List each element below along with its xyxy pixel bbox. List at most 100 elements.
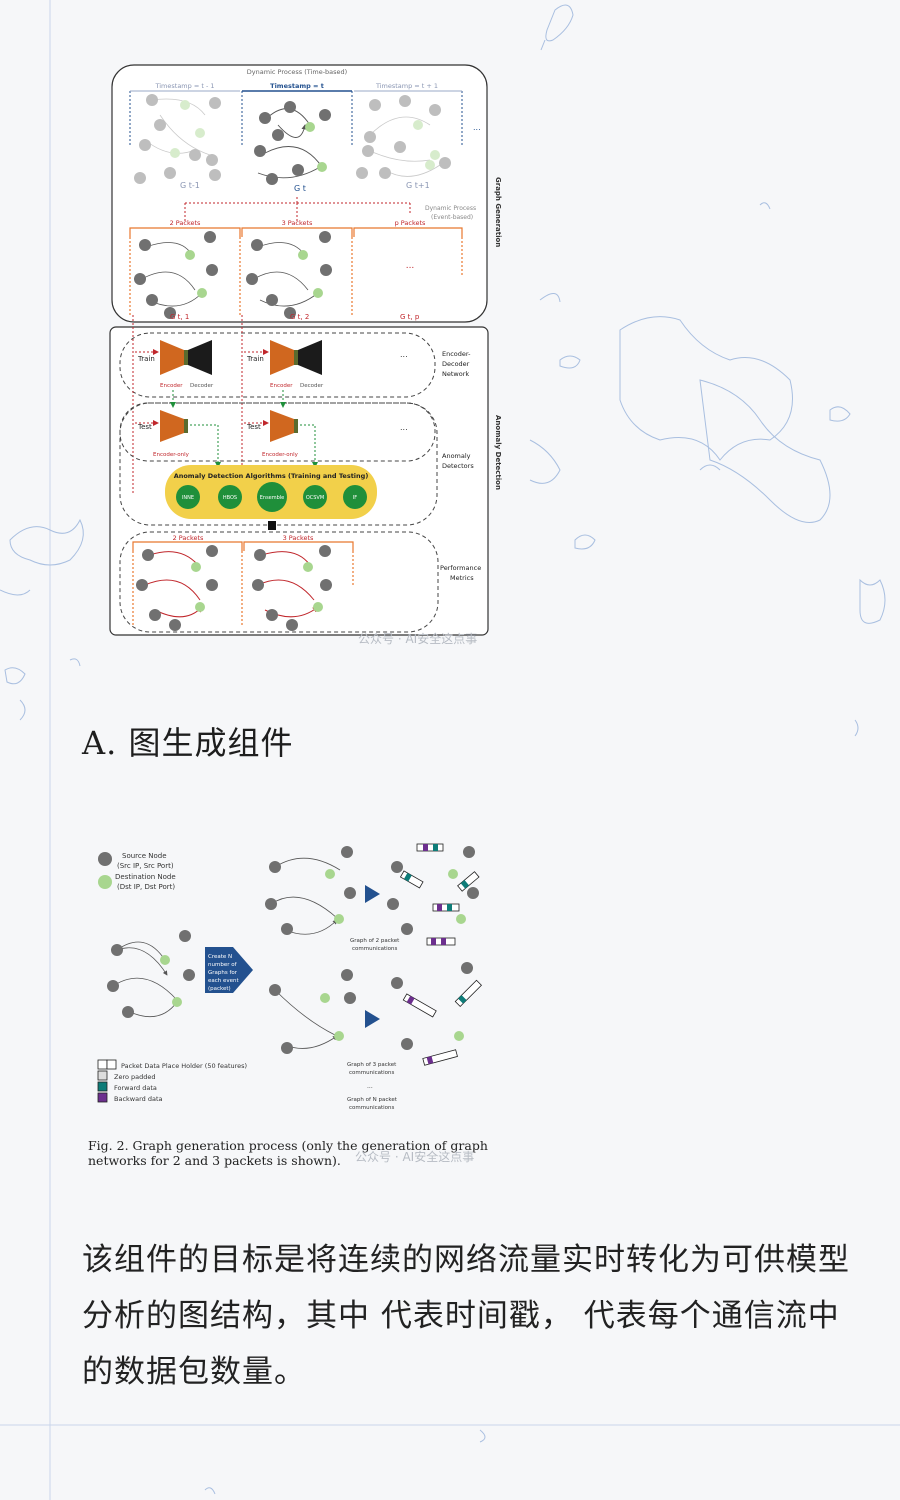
graph-t (254, 101, 331, 185)
algo-inne: INNE (182, 495, 194, 501)
graph-label-prev: G t-1 (180, 181, 200, 190)
decoder-label-2: Decoder (300, 383, 324, 389)
graph-t-plus-1 (356, 95, 451, 179)
graph-2-packet (265, 846, 356, 935)
feature-legend: Packet Data Place Holder (50 features) Z… (97, 1059, 247, 1103)
legend-zero-padded: Zero padded (114, 1073, 156, 1081)
performance-label-2: Metrics (450, 574, 474, 582)
graph-t-minus-1 (134, 94, 221, 184)
packets-p-label: p Packets (395, 219, 426, 227)
packet-split-arrows (184, 197, 411, 223)
side-label-anomaly-detection: Anomaly Detection (494, 415, 502, 490)
train-label-1: Train (137, 355, 155, 363)
watermark-1: 公众号 · AI安全这点事 (358, 632, 478, 646)
graph-2-label-2: communications (352, 946, 398, 952)
svg-text:Create N: Create N (208, 954, 232, 960)
subgraph-2-packets (134, 231, 218, 319)
algo-hbos: HBOS (223, 495, 237, 501)
section-heading: A. 图生成组件 (82, 724, 294, 762)
graph-n-label-2: communications (349, 1105, 395, 1111)
subgraph-3-packets (246, 231, 332, 319)
result-2-packets: 2 Packets (173, 534, 204, 542)
encoder-only-label-1: Encoder-only (153, 452, 190, 458)
svg-text:(packet): (packet) (208, 986, 231, 992)
legend-dest-label: Destination Node (115, 873, 176, 881)
arrow-2-packet (365, 885, 380, 903)
algo-ensemble: Ensemble (260, 495, 285, 501)
feature-graph-3-packet (391, 962, 483, 1066)
legend-forward: Forward data (114, 1084, 157, 1092)
test-label-2: Test (246, 423, 261, 431)
timestamp-ellipsis: ... (473, 123, 481, 132)
test-label-1: Test (137, 423, 152, 431)
svg-text:Graphs for: Graphs for (208, 970, 238, 976)
timestamp-columns: Timestamp = t - 1 Timestamp = t Timestam… (129, 82, 481, 145)
algo-if: IF (353, 495, 357, 501)
graph-2-label-1: Graph of 2 packet (350, 938, 400, 944)
enc-dec-label-2: Decoder (442, 360, 470, 368)
legend-placeholder: Packet Data Place Holder (50 features) (121, 1062, 247, 1070)
graph-3-packet (269, 969, 356, 1054)
anomaly-detectors-label-1: Anomaly (442, 452, 471, 460)
algorithm-nodes: INNE HBOS Ensemble OCSVM IF (176, 482, 367, 512)
legend-source-node (98, 852, 112, 866)
graph-dots: ... (367, 1083, 373, 1090)
subgraph-label-2: G t, 2 (290, 313, 309, 321)
enc-dec-label-3: Network (442, 370, 469, 378)
graph-3-label-1: Graph of 3 packet (347, 1062, 397, 1068)
figure-caption: Fig. 2. Graph generation process (only t… (88, 1138, 488, 1168)
autoencoder-1 (160, 340, 212, 375)
decoder-label-1: Decoder (190, 383, 214, 389)
body-paragraph: 该组件的目标是将连续的网络流量实时转化为可供模型分析的图结构，其中 代表时间戳，… (82, 1242, 850, 1390)
encoder-label-2: Encoder (270, 383, 293, 389)
watermark-2: 公众号 · AI安全这点事 (355, 1150, 475, 1164)
timestamp-current: Timestamp = t (270, 82, 324, 90)
encoder-decoder-box (119, 332, 436, 398)
input-graph (107, 930, 195, 1018)
encoder-ellipsis: ... (400, 350, 408, 359)
packet-boxes (129, 227, 463, 315)
anomaly-detectors-label-2: Detectors (442, 462, 474, 470)
graph-generation-frame (111, 64, 488, 323)
subgraph-ellipsis: ... (406, 261, 415, 271)
autoencoder-2 (270, 340, 322, 375)
timestamp-next: Timestamp = t + 1 (375, 82, 438, 90)
result-brackets (132, 541, 354, 625)
performance-box (119, 531, 439, 633)
graph-n-label-1: Graph of N packet (347, 1097, 398, 1103)
create-graphs-text: Create N number of Graphs for each event… (208, 954, 240, 992)
svg-text:number of: number of (208, 962, 238, 968)
side-label-graph-generation: Graph Generation (494, 177, 502, 247)
down-arrow (268, 521, 276, 530)
figure-1: Dynamic Process (Time-based) Timestamp =… (109, 64, 502, 636)
feature-graph-2-packet (387, 843, 480, 946)
legend-backward: Backward data (114, 1095, 162, 1103)
encoder-label-1: Encoder (160, 383, 183, 389)
dynamic-process-event: Dynamic Process (425, 205, 476, 212)
result-graph-2 (252, 545, 332, 631)
result-3-packets: 3 Packets (283, 534, 314, 542)
create-graphs-box (205, 947, 253, 993)
graph-label-next: G t+1 (406, 181, 430, 190)
timestamp-prev: Timestamp = t - 1 (154, 82, 214, 90)
graph-3-label-2: communications (349, 1070, 395, 1076)
legend-dest-sub: (Dst IP, Dst Port) (117, 883, 175, 891)
legend-source-sub: (Src IP, Src Port) (117, 862, 174, 870)
graph-label-current: G t (294, 184, 306, 193)
encoder-only-2 (270, 410, 298, 442)
encoder-only-1 (160, 410, 188, 442)
subgraph-label-1: G t, 1 (170, 313, 189, 321)
encoder-only-label-2: Encoder-only (262, 452, 299, 458)
legend-source-label: Source Node (122, 852, 167, 860)
performance-label-1: Performance (440, 564, 481, 572)
train-label-2: Train (246, 355, 264, 363)
subgraph-label-p: G t, p (400, 313, 420, 321)
packets-3-label: 3 Packets (282, 219, 313, 227)
dynamic-process-event-sub: (Event-based) (431, 214, 473, 221)
legend-dest-node (98, 875, 112, 889)
arrow-3-packet (365, 1010, 380, 1028)
detector-ellipsis: ... (400, 423, 408, 432)
packets-2-label: 2 Packets (170, 219, 201, 227)
dynamic-process-title: Dynamic Process (Time-based) (247, 68, 347, 76)
anomaly-detectors-box (119, 402, 438, 526)
